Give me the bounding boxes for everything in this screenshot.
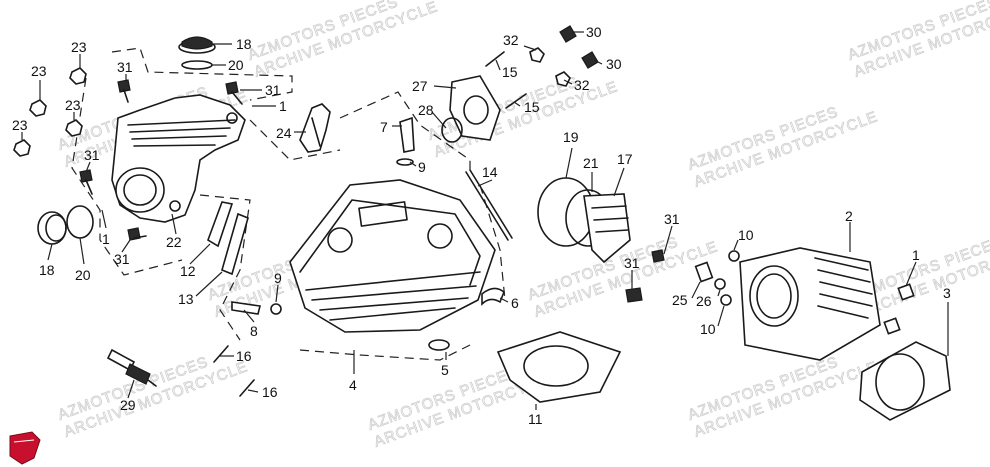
callout-10-b: 10 — [700, 321, 716, 337]
callout-31-f: 31 — [624, 255, 640, 271]
callout-15-a: 15 — [502, 64, 518, 80]
callout-17: 17 — [617, 151, 633, 167]
callout-23-d: 23 — [12, 117, 28, 133]
spark-plug-part-29 — [106, 348, 157, 387]
intake-part-27-28 — [441, 75, 501, 143]
stud-part-14 — [465, 169, 513, 241]
callout-23-b: 23 — [31, 63, 47, 79]
nuts-part-23 — [13, 67, 87, 157]
callout-8: 8 — [250, 323, 258, 339]
callout-4: 4 — [349, 377, 357, 393]
callout-19: 19 — [563, 129, 579, 145]
callout-31-e: 31 — [664, 211, 680, 227]
callout-16-b: 16 — [262, 384, 278, 400]
callout-13: 13 — [178, 291, 194, 307]
cylinder-part-2 — [739, 247, 881, 361]
callout-31-c: 31 — [84, 147, 100, 163]
bolts-part-16 — [213, 345, 255, 397]
callout-26: 26 — [696, 293, 712, 309]
dowel-pins-part-1 — [883, 283, 915, 335]
callout-12: 12 — [180, 263, 196, 279]
cylinder-head-part-4 — [289, 179, 496, 333]
callout-9-upper: 9 — [418, 159, 426, 175]
head-cover-part-22 — [111, 94, 246, 223]
bolts-part-31-left — [79, 79, 243, 241]
callout-3: 3 — [943, 285, 951, 301]
callout-11: 11 — [528, 411, 543, 427]
callout-18-top: 18 — [236, 36, 252, 52]
gasket-part-11 — [496, 331, 622, 403]
callout-15-b: 15 — [524, 99, 540, 115]
callout-20-top: 20 — [228, 57, 244, 73]
part-8-9-small — [231, 301, 282, 315]
callout-23-c: 23 — [65, 97, 81, 113]
callout-22: 22 — [166, 234, 182, 250]
callout-28: 28 — [418, 102, 434, 118]
callout-20-left: 20 — [75, 267, 91, 283]
small-parts-25-26-10-31 — [625, 249, 740, 306]
callout-30-b: 30 — [606, 56, 622, 72]
callout-32-b: 32 — [574, 77, 590, 93]
callout-6: 6 — [511, 295, 519, 311]
callout-2: 2 — [845, 208, 853, 224]
callout-14: 14 — [482, 164, 498, 180]
callout-24: 24 — [276, 125, 292, 141]
callout-21: 21 — [583, 155, 599, 171]
callout-27: 27 — [412, 78, 428, 94]
bracket-part-24 — [299, 103, 331, 153]
callout-5: 5 — [441, 362, 449, 378]
callout-1-b: 1 — [102, 231, 110, 247]
callout-1-a: 1 — [279, 98, 287, 114]
callout-31-a: 31 — [117, 59, 133, 75]
callout-10-a: 10 — [738, 227, 754, 243]
parts-7-9-upper — [396, 116, 415, 166]
callout-31-b: 31 — [265, 82, 281, 98]
gasket-part-3 — [859, 341, 951, 421]
bolts-part-15-30-32 — [485, 25, 599, 109]
callout-1-c: 1 — [912, 247, 920, 263]
cap-part-18-left — [37, 205, 94, 245]
callout-18-left: 18 — [39, 262, 55, 278]
parts-5-6 — [428, 287, 505, 351]
cap-part-18-top — [178, 36, 216, 70]
callout-23-a: 23 — [71, 39, 87, 55]
callout-16-a: 16 — [236, 348, 252, 364]
callout-25: 25 — [672, 292, 688, 308]
callout-29: 29 — [120, 397, 136, 413]
callout-31-d: 31 — [114, 251, 130, 267]
plates-part-12-13 — [207, 201, 249, 276]
piston-part-17-rings-19-21 — [537, 177, 631, 264]
callout-7: 7 — [380, 119, 388, 135]
callout-32-a: 32 — [503, 32, 519, 48]
callout-30-a: 30 — [586, 24, 602, 40]
brand-logo — [9, 431, 41, 465]
callout-9-lower: 9 — [274, 270, 282, 286]
leader-lines — [21, 31, 949, 410]
callout-numbers: 18 20 23 23 23 23 31 31 1 24 31 1 31 22 … — [12, 24, 951, 427]
